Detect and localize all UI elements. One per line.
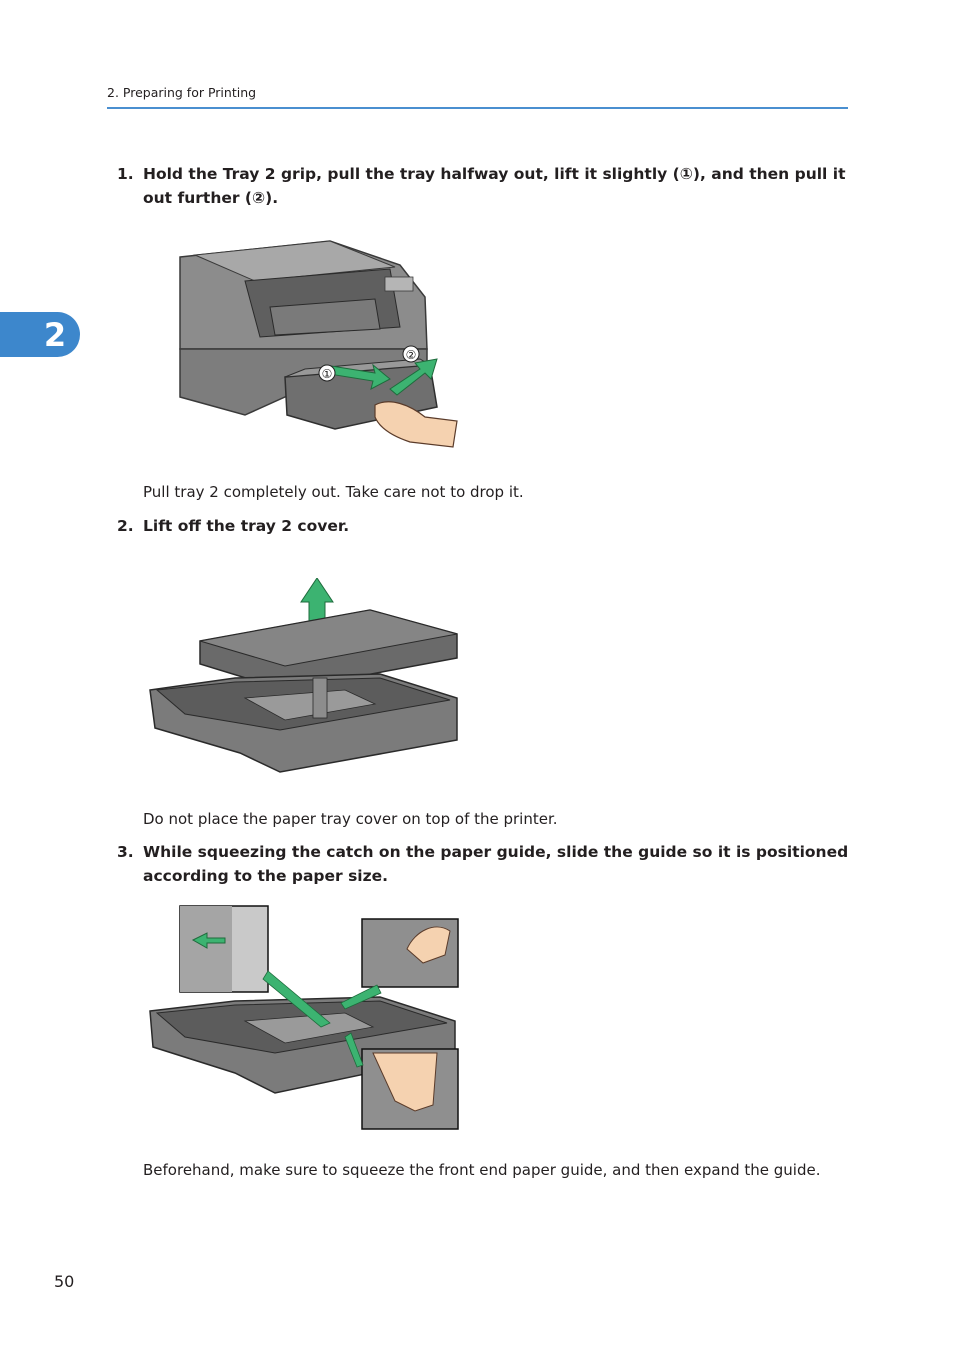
- step-3: 3. While squeezing the catch on the pape…: [117, 840, 849, 888]
- step-3-text: While squeezing the catch on the paper g…: [143, 843, 849, 885]
- header-section-title: 2. Preparing for Printing: [107, 85, 257, 100]
- tray-cover-lift-illustration: [149, 578, 458, 773]
- callout-1: ①: [322, 367, 333, 381]
- step-2-number: 2.: [117, 517, 134, 535]
- step-1-number: 1.: [117, 165, 134, 183]
- step-3-number: 3.: [117, 843, 134, 861]
- step-2-note: Do not place the paper tray cover on top…: [143, 810, 558, 828]
- chapter-tab-number: 2: [43, 315, 67, 354]
- step-3-note: Beforehand, make sure to squeeze the fro…: [143, 1161, 821, 1179]
- page-number: 50: [54, 1272, 75, 1291]
- step-1-note: Pull tray 2 completely out. Take care no…: [143, 483, 524, 501]
- chapter-tab: 2: [0, 312, 80, 357]
- step-1-text: Hold the Tray 2 grip, pull the tray half…: [143, 165, 846, 207]
- step-1: 1. Hold the Tray 2 grip, pull the tray h…: [117, 162, 849, 210]
- printer-tray-pull-illustration: ① ②: [179, 240, 458, 448]
- step-2-text: Lift off the tray 2 cover.: [143, 517, 350, 535]
- header-rule: [107, 107, 848, 109]
- callout-2: ②: [406, 348, 417, 362]
- paper-guide-slide-illustration: [149, 905, 459, 1130]
- step-2: 2. Lift off the tray 2 cover.: [117, 514, 849, 538]
